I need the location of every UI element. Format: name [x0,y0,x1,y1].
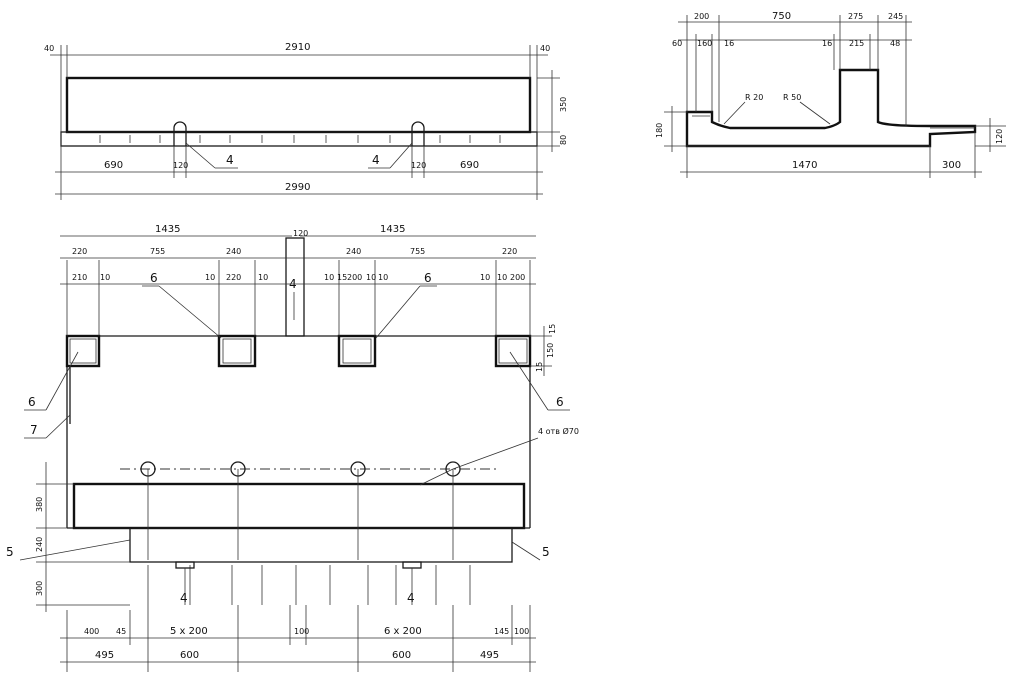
dim-left-height: 180 [655,123,664,138]
dim-top-a: 200 [694,12,709,21]
plan-lower-plate [129,527,513,563]
callout-holes: 4 отв Ø70 [538,426,579,436]
pocket-1 [65,334,101,368]
dim-p2-b: 220 [226,273,241,282]
elevation-view: 4 4 40 2910 40 350 80 690 120 120 690 29… [44,42,568,200]
center-slot [285,237,305,337]
callout-plate-right: 5 [542,545,550,559]
dim-sub-c: 16 [724,39,734,48]
section-view: 200 750 275 245 60 160 16 16 215 48 R 20… [655,11,1006,178]
dim-p3-e: 10 [378,273,388,282]
dim-sub-b: 160 [697,39,712,48]
pocket-3 [337,334,377,368]
dim-l-755: 755 [150,247,165,256]
dim-total: 2990 [285,182,310,193]
dim-r-755: 755 [410,247,425,256]
callout-pocket-right: 6 [556,395,564,409]
callout-insert-right: 4 [407,591,415,605]
dim-b-145: 145 [494,627,509,636]
note-radius-large: R 50 [783,93,801,102]
dim-c-600b: 600 [392,650,411,661]
dim-p3-a: 10 [324,273,334,282]
dim-sub-d: 16 [822,39,832,48]
dim-top-c: 275 [848,12,863,21]
elevation-base [60,131,538,147]
dim-left-slot: 120 [173,161,188,170]
dim-left-upper: 380 [35,497,44,512]
dim-sub-a: 60 [672,39,682,48]
dim-overhang: 300 [942,160,961,171]
callout-edge-strip: 7 [30,423,38,437]
dim-l-240: 240 [226,247,241,256]
dim-half-right: 1435 [380,224,405,235]
plan-view: 6 6 6 6 7 4 4 отв Ø70 5 5 4 4 1435 120 1… [6,224,579,672]
dim-left-lower: 300 [35,581,44,596]
dim-left-part: 690 [104,160,123,171]
dim-right-part: 690 [460,160,479,171]
plan-beam [72,482,526,530]
dim-p3-d: 10 [366,273,376,282]
dim-p4-a: 10 [480,273,490,282]
callout-pocket-mid-right: 6 [424,271,432,285]
callout-pocket-left: 6 [28,395,36,409]
dim-b-400: 400 [84,627,99,636]
dim-right-edge: 40 [540,44,550,53]
lifting-loop-right [411,121,425,146]
dim-left-middle: 240 [35,537,44,552]
dim-p2-c: 10 [258,273,268,282]
dim-side-c: 15 [535,362,544,372]
dim-p3-c: 200 [347,273,362,282]
dim-b-5x200: 5 x 200 [170,626,208,637]
section-profile [685,68,977,148]
dim-p1-a: 210 [72,273,87,282]
dim-sub-f: 48 [890,39,900,48]
dim-r-220: 220 [502,247,517,256]
dim-half-left: 1435 [155,224,180,235]
insert-plate-right [402,561,422,569]
dim-center-slot: 120 [293,229,308,238]
dim-p2-a: 10 [205,273,215,282]
dim-base-height: 80 [559,135,568,145]
callout-pocket-mid-left: 6 [150,271,158,285]
callout-insert-left: 4 [226,153,234,167]
insert-plate-left [175,561,195,569]
dim-side-b: 150 [546,343,555,358]
dim-length: 2910 [285,42,310,53]
dim-left-edge: 40 [44,44,54,53]
dim-l-220: 220 [72,247,87,256]
dim-p4-c: 200 [510,273,525,282]
dim-p3-b: 15 [337,273,347,282]
dim-right-height: 120 [995,129,1004,144]
callout-plate-left: 5 [6,545,14,559]
dim-top-d: 245 [888,12,903,21]
dim-r-240: 240 [346,247,361,256]
lifting-loop-left [173,121,187,146]
dim-p4-b: 10 [497,273,507,282]
dim-b-100b: 100 [514,627,529,636]
dim-base-width: 1470 [792,160,817,171]
dim-b-6x200: 6 x 200 [384,626,422,637]
dim-c-600a: 600 [180,650,199,661]
dim-p1-b: 10 [100,273,110,282]
dim-top-b: 750 [772,11,791,22]
callout-insert-left: 4 [180,591,188,605]
dim-right-slot: 120 [411,161,426,170]
dim-b-45a: 45 [116,627,126,636]
callout-insert-right: 4 [372,153,380,167]
dim-body-height: 350 [559,97,568,112]
pocket-4 [494,334,532,368]
pocket-2 [217,334,257,368]
dim-b-100a: 100 [294,627,309,636]
dim-sub-e: 215 [849,39,864,48]
elevation-body [65,76,532,134]
dim-c-495b: 495 [480,650,499,661]
dim-side-a: 15 [548,324,557,334]
note-radius-small: R 20 [745,93,763,102]
dim-c-495a: 495 [95,650,114,661]
